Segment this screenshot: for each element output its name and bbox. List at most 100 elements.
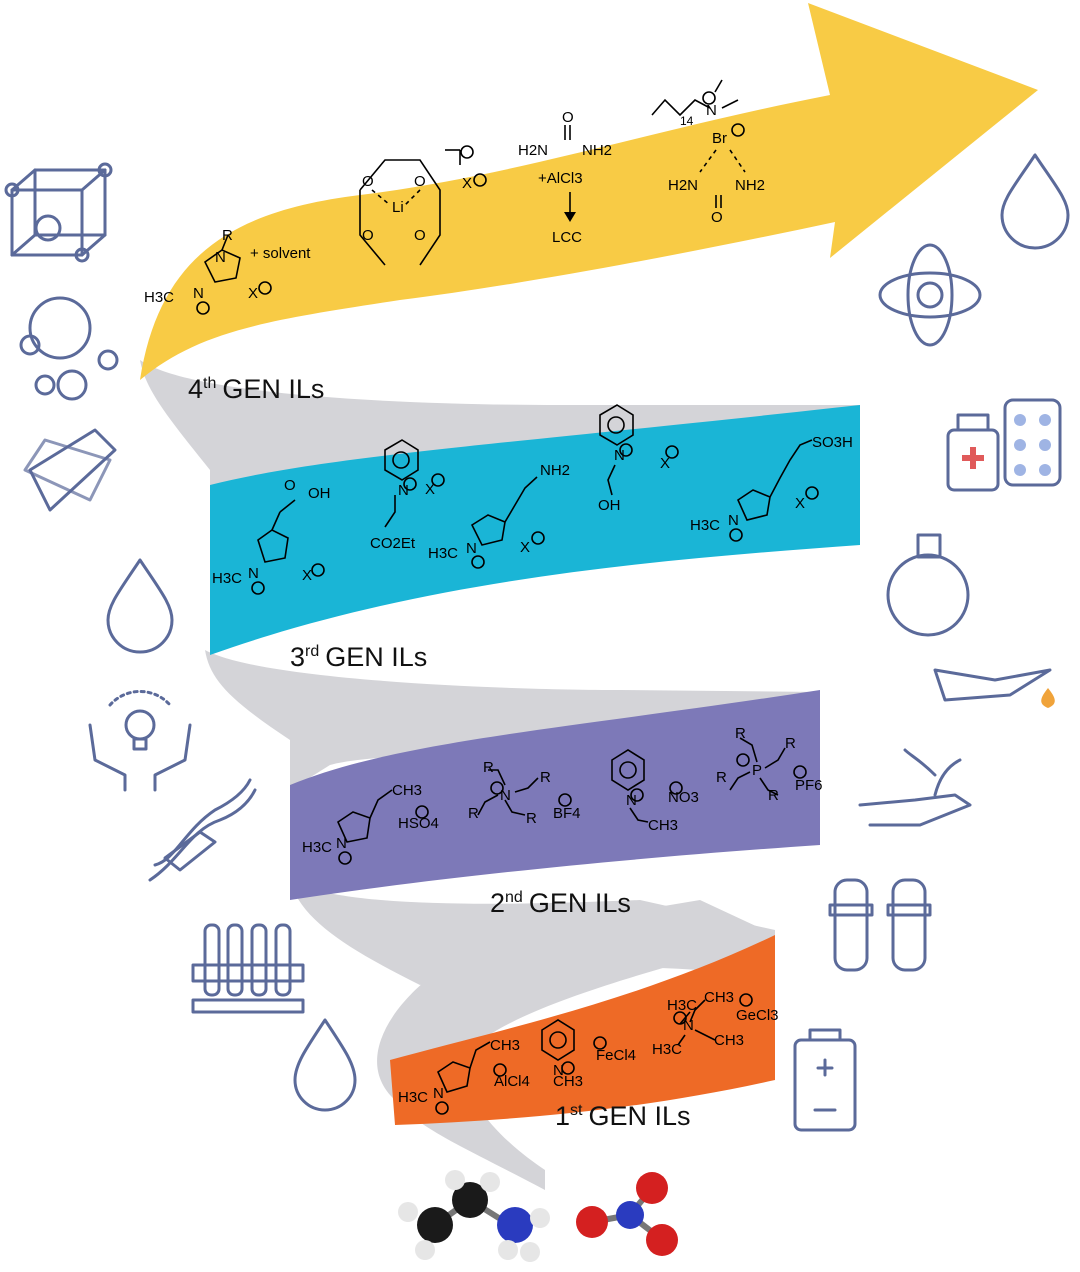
green-drop-icon: [106, 558, 174, 654]
svg-text:X: X: [248, 285, 258, 302]
gen2-pyridinium-no3: N CH3 NO3: [611, 749, 699, 834]
svg-text:N: N: [193, 285, 204, 302]
svg-text:N: N: [626, 792, 637, 809]
svg-text:H3C: H3C: [302, 839, 332, 856]
svg-text:+AlCl3: +AlCl3: [538, 170, 583, 187]
svg-text:H2N: H2N: [668, 177, 698, 194]
svg-text:NH2: NH2: [582, 142, 612, 159]
svg-text:R: R: [540, 769, 551, 786]
gen3-hydroxy-pyridinium: N OH X: [598, 404, 679, 514]
svg-text:X: X: [795, 495, 805, 512]
svg-text:NO3: NO3: [668, 789, 699, 806]
gen2-quaternary-ammonium-bf4: N R R R R BF4: [468, 759, 581, 827]
svg-text:R: R: [785, 735, 796, 752]
svg-text:14: 14: [680, 114, 694, 128]
oil-can-icon: [933, 668, 1055, 708]
svg-text:H3C: H3C: [398, 1089, 428, 1106]
svg-text:O: O: [414, 173, 426, 190]
svg-text:R: R: [716, 769, 727, 786]
svg-text:X: X: [462, 175, 472, 192]
gen4-crown-ether-li: O O O O Li X: [359, 145, 487, 266]
svg-text:GeCl3: GeCl3: [736, 1007, 779, 1024]
gen3-band: [210, 405, 860, 655]
hands-lightbulb-icon: [88, 690, 192, 792]
svg-text:H2N: H2N: [518, 142, 548, 159]
svg-text:CH3: CH3: [714, 1032, 744, 1049]
svg-text:LCC: LCC: [552, 229, 582, 246]
gen4-arrow: [140, 3, 1038, 380]
bubbles-icon: [19, 296, 119, 401]
svg-text:+ solvent: + solvent: [250, 245, 311, 262]
svg-text:P: P: [752, 762, 762, 779]
svg-text:H3C: H3C: [212, 570, 242, 587]
nitrate-model-icon: [576, 1172, 678, 1256]
ethylammonium-model-icon: [398, 1170, 550, 1262]
svg-text:N: N: [728, 512, 739, 529]
gen2-phosphonium-pf6: P R R R R PF6: [716, 725, 823, 804]
svg-text:H3C: H3C: [667, 997, 697, 1014]
svg-text:FeCl4: FeCl4: [596, 1047, 636, 1064]
medicine-icon: [946, 398, 1062, 492]
svg-text:N: N: [215, 249, 226, 266]
svg-text:AlCl4: AlCl4: [494, 1073, 530, 1090]
gen4-ammonium-urea: H3C 14 N Br H2N NH2 O: [651, 79, 765, 226]
svg-text:CO2Et: CO2Et: [370, 535, 416, 552]
svg-text:N: N: [248, 565, 259, 582]
svg-text:CH3: CH3: [490, 1037, 520, 1054]
svg-text:O: O: [284, 477, 296, 494]
svg-text:R: R: [468, 805, 479, 822]
svg-text:N: N: [614, 447, 625, 464]
gen4-imidazolium-solvent: R N H3C N X + solvent: [144, 227, 311, 315]
svg-text:O: O: [362, 173, 374, 190]
crystal-cube-icon: [4, 162, 113, 263]
svg-text:H3C: H3C: [652, 1041, 682, 1058]
svg-text:N: N: [706, 102, 717, 119]
svg-text:H3C: H3C: [144, 289, 174, 306]
battery-icon: [793, 1028, 857, 1132]
plant-hand-icon: [858, 748, 972, 827]
svg-text:R: R: [526, 810, 537, 827]
gen3-amino-imidazolium: NH2 H3C N X: [428, 462, 570, 569]
svg-text:O: O: [362, 227, 374, 244]
gen3-carboxy-imidazolium: OH O H3C N X: [212, 477, 331, 595]
svg-text:N: N: [683, 1017, 694, 1034]
red-drop-icon: [293, 1018, 357, 1112]
test-tubes-rack-icon: [191, 923, 305, 1014]
gen3-pyridinium-ester: N CO2Et X: [370, 439, 445, 552]
svg-text:N: N: [433, 1085, 444, 1102]
svg-text:R: R: [222, 227, 233, 244]
gen1-band: [390, 935, 775, 1125]
svg-text:PF6: PF6: [795, 777, 823, 794]
svg-text:X: X: [425, 481, 435, 498]
gen2-band: [290, 690, 820, 900]
gen3-sulfo-imidazolium: SO3H H3C N X: [690, 434, 853, 542]
svg-text:NH2: NH2: [735, 177, 765, 194]
svg-text:H3C: H3C: [428, 545, 458, 562]
svg-text:CH3: CH3: [648, 817, 678, 834]
atom-icon: [878, 243, 982, 347]
gen1-emim-alcl4: CH3 H3C N AlCl4: [398, 1037, 530, 1115]
gen4-urea-alcl3: O H2N NH2 +AlCl3 LCC: [518, 109, 612, 246]
membrane-icon: [23, 428, 117, 512]
dna-icon: [148, 778, 257, 882]
svg-text:N: N: [553, 1062, 564, 1079]
svg-text:CH3: CH3: [392, 782, 422, 799]
gen1-methylpyridinium-fecl4: N CH3 FeCl4: [541, 1019, 636, 1090]
gen1-tetraethylammonium-gecl3: H3C CH3 N CH3 H3C GeCl3: [652, 989, 779, 1058]
svg-text:H3C: H3C: [690, 517, 720, 534]
vials-icon: [828, 878, 932, 972]
svg-text:OH: OH: [308, 485, 331, 502]
svg-text:X: X: [520, 539, 530, 556]
svg-text:R: R: [768, 787, 779, 804]
svg-text:N: N: [398, 482, 409, 499]
svg-text:NH2: NH2: [540, 462, 570, 479]
svg-text:N: N: [336, 835, 347, 852]
gen2-emim-hso4: CH3 H3C N HSO4: [302, 782, 439, 865]
svg-text:CH3: CH3: [704, 989, 734, 1006]
ribbon-turn-2-1: [290, 880, 775, 985]
svg-text:SO3H: SO3H: [812, 434, 853, 451]
svg-text:X: X: [660, 455, 670, 472]
